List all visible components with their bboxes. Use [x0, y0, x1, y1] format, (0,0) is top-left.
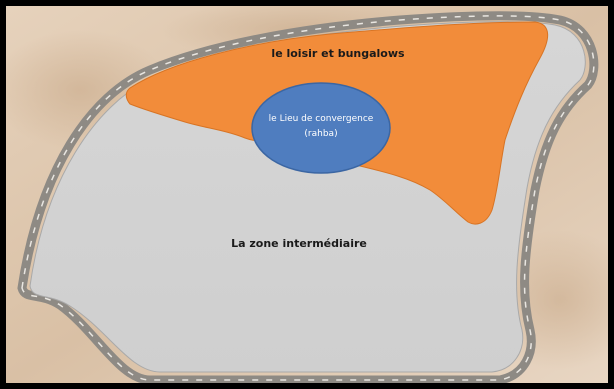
label-convergence-line2: (rahba) — [304, 129, 337, 139]
zone-convergence-rahba — [251, 82, 391, 174]
label-leisure-bungalows: le loisir et bungalows — [271, 47, 405, 60]
label-intermediate-zone: La zone intermédiaire — [231, 237, 367, 250]
label-convergence-line1: le Lieu de convergence — [269, 114, 374, 124]
road-markings — [21, 15, 595, 381]
